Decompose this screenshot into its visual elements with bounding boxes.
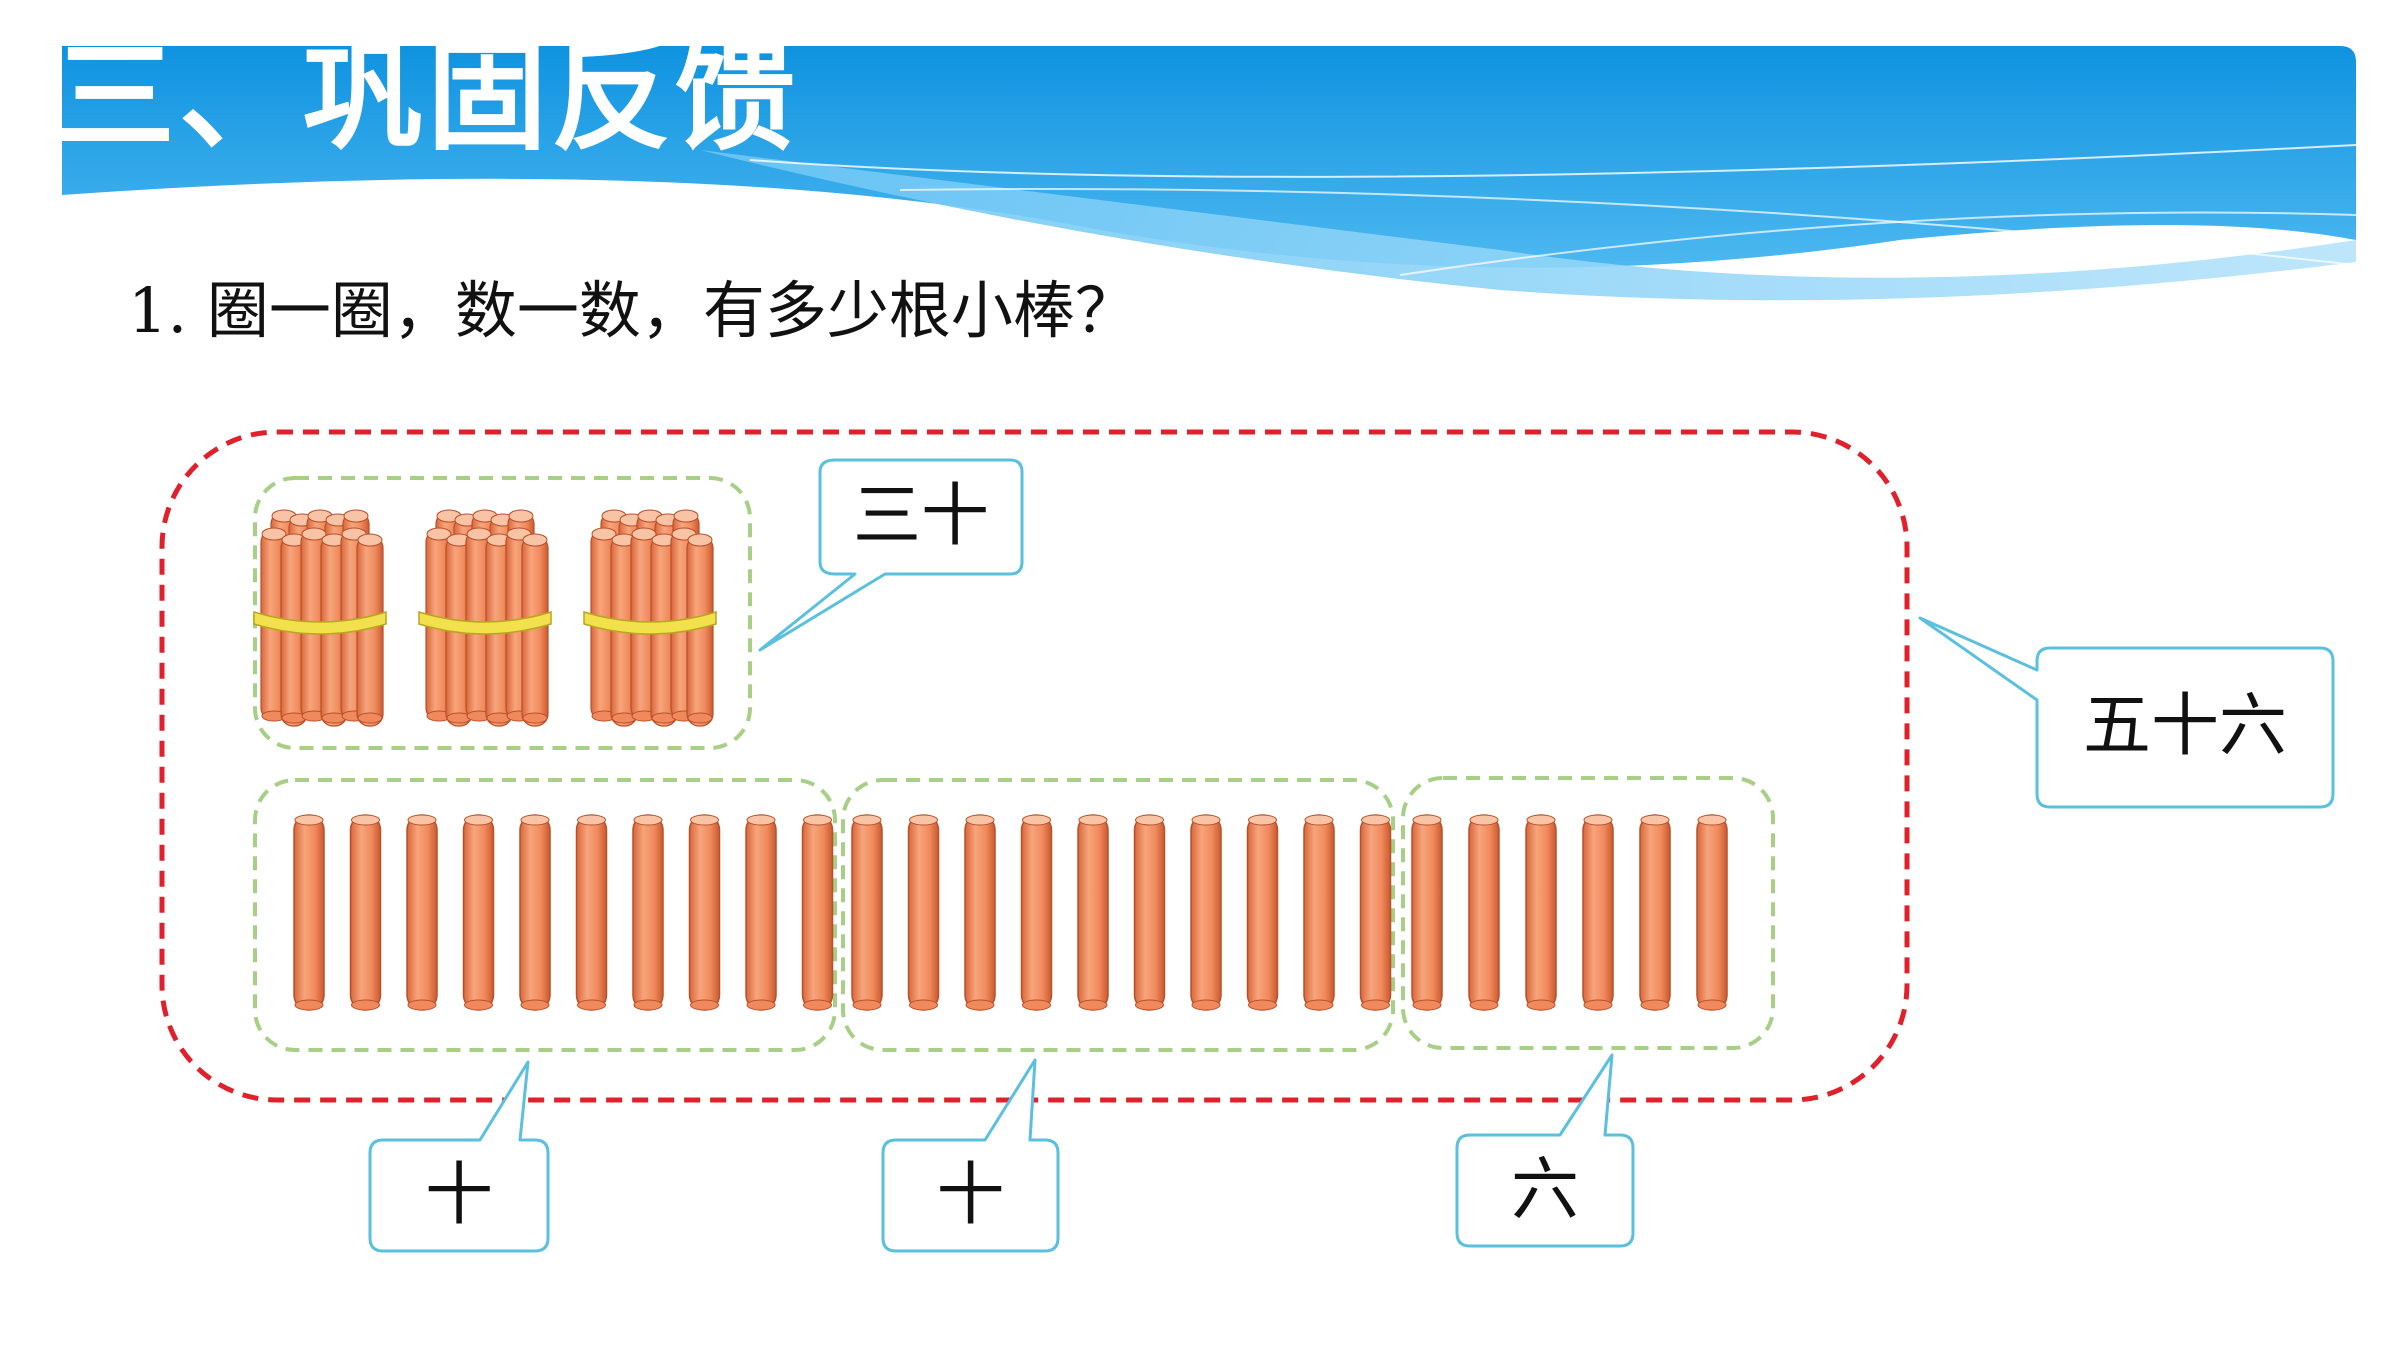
bundle-band bbox=[583, 610, 717, 635]
stick bbox=[801, 814, 834, 1011]
bundles-callout-label: 三十 bbox=[852, 477, 989, 556]
group-3-callout-label: 六 bbox=[1510, 1151, 1579, 1230]
stick bbox=[907, 814, 940, 1011]
total-callout-bubble bbox=[1918, 616, 2335, 809]
stick-group-2 bbox=[851, 814, 1392, 1011]
stick bbox=[519, 814, 551, 1011]
stick bbox=[293, 814, 325, 1011]
stick bbox=[1639, 814, 1671, 1011]
group-1-region bbox=[253, 778, 837, 1052]
stick bbox=[1696, 814, 1728, 1011]
stick bbox=[406, 814, 438, 1011]
bundles-region bbox=[253, 476, 752, 750]
bundles-callout-bubble bbox=[758, 458, 1024, 652]
group-3-callout-bubble bbox=[1455, 1053, 1635, 1248]
stick bbox=[575, 814, 608, 1011]
bundle-band bbox=[418, 610, 552, 635]
total-callout-label: 五十六 bbox=[2082, 687, 2287, 766]
group-3-region bbox=[1401, 776, 1775, 1050]
stick bbox=[462, 814, 495, 1011]
stick bbox=[1133, 814, 1166, 1011]
stick bbox=[1359, 814, 1392, 1011]
slide-title: 三、巩固反馈 bbox=[55, 28, 799, 167]
stick bbox=[1077, 814, 1109, 1011]
title-banner bbox=[62, 46, 2357, 301]
group-1-callout-label: 十 bbox=[424, 1156, 493, 1235]
stick bbox=[1468, 814, 1500, 1011]
stick bbox=[1582, 814, 1614, 1011]
group-1-callout-bubble bbox=[368, 1060, 550, 1253]
stick bbox=[745, 814, 777, 1011]
stick-bundle bbox=[253, 509, 387, 727]
stick bbox=[1525, 814, 1557, 1011]
stick-bundle bbox=[418, 509, 552, 727]
group-2-callout-label: 十 bbox=[936, 1156, 1005, 1235]
stick-group-1 bbox=[293, 814, 834, 1011]
stick bbox=[1020, 814, 1053, 1011]
question-text: 1. 圈一圈，数一数，有多少根小棒？ bbox=[128, 274, 1137, 347]
stick-bundle bbox=[583, 509, 717, 727]
group-2-region bbox=[841, 778, 1395, 1052]
stick bbox=[851, 814, 883, 1011]
stick bbox=[1246, 814, 1279, 1011]
outer-dashed-region bbox=[159, 429, 1910, 1103]
stick bbox=[964, 814, 996, 1011]
stick bbox=[688, 814, 721, 1011]
group-2-callout-bubble bbox=[881, 1058, 1060, 1253]
stick bbox=[1303, 814, 1335, 1011]
stick-group-3 bbox=[1411, 814, 1728, 1011]
stick bbox=[349, 814, 382, 1011]
bundle-band bbox=[253, 610, 387, 635]
stick bbox=[1190, 814, 1222, 1011]
stick bbox=[632, 814, 664, 1011]
stick bbox=[1411, 814, 1443, 1011]
